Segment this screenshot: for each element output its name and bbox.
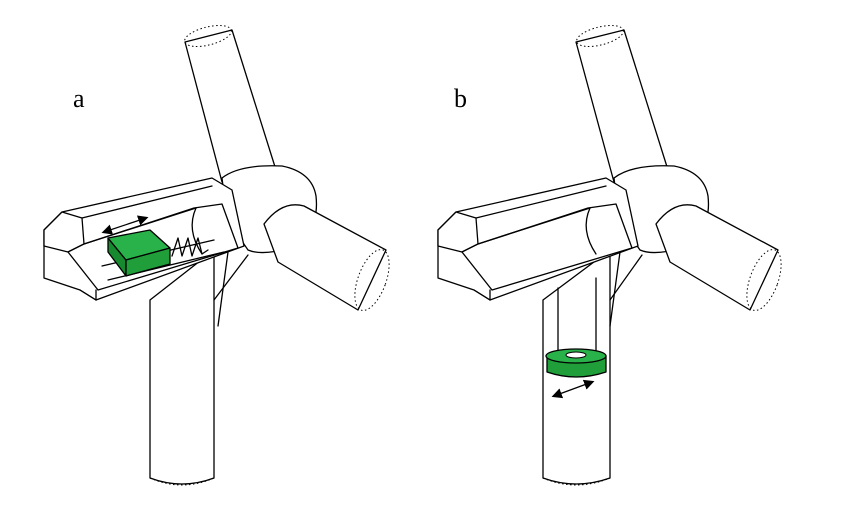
wind-turbine-b <box>437 25 782 486</box>
tower-a <box>149 249 249 486</box>
spring-a <box>171 237 209 257</box>
motion-arrow-b <box>551 379 595 399</box>
blade-right-b <box>655 204 782 311</box>
blade-upper-a <box>184 25 277 183</box>
panel-label-a: a <box>73 84 85 113</box>
wind-turbine-a <box>43 25 390 486</box>
nacelle-b <box>437 177 639 301</box>
blade-right-a <box>263 204 390 311</box>
blade-lower-b <box>609 251 621 327</box>
blade-lower-a <box>217 251 229 327</box>
damper-mass-b <box>545 348 607 378</box>
blade-upper-b <box>575 25 669 183</box>
panel-label-b: b <box>454 84 467 113</box>
motion-arrow-a <box>101 215 149 235</box>
